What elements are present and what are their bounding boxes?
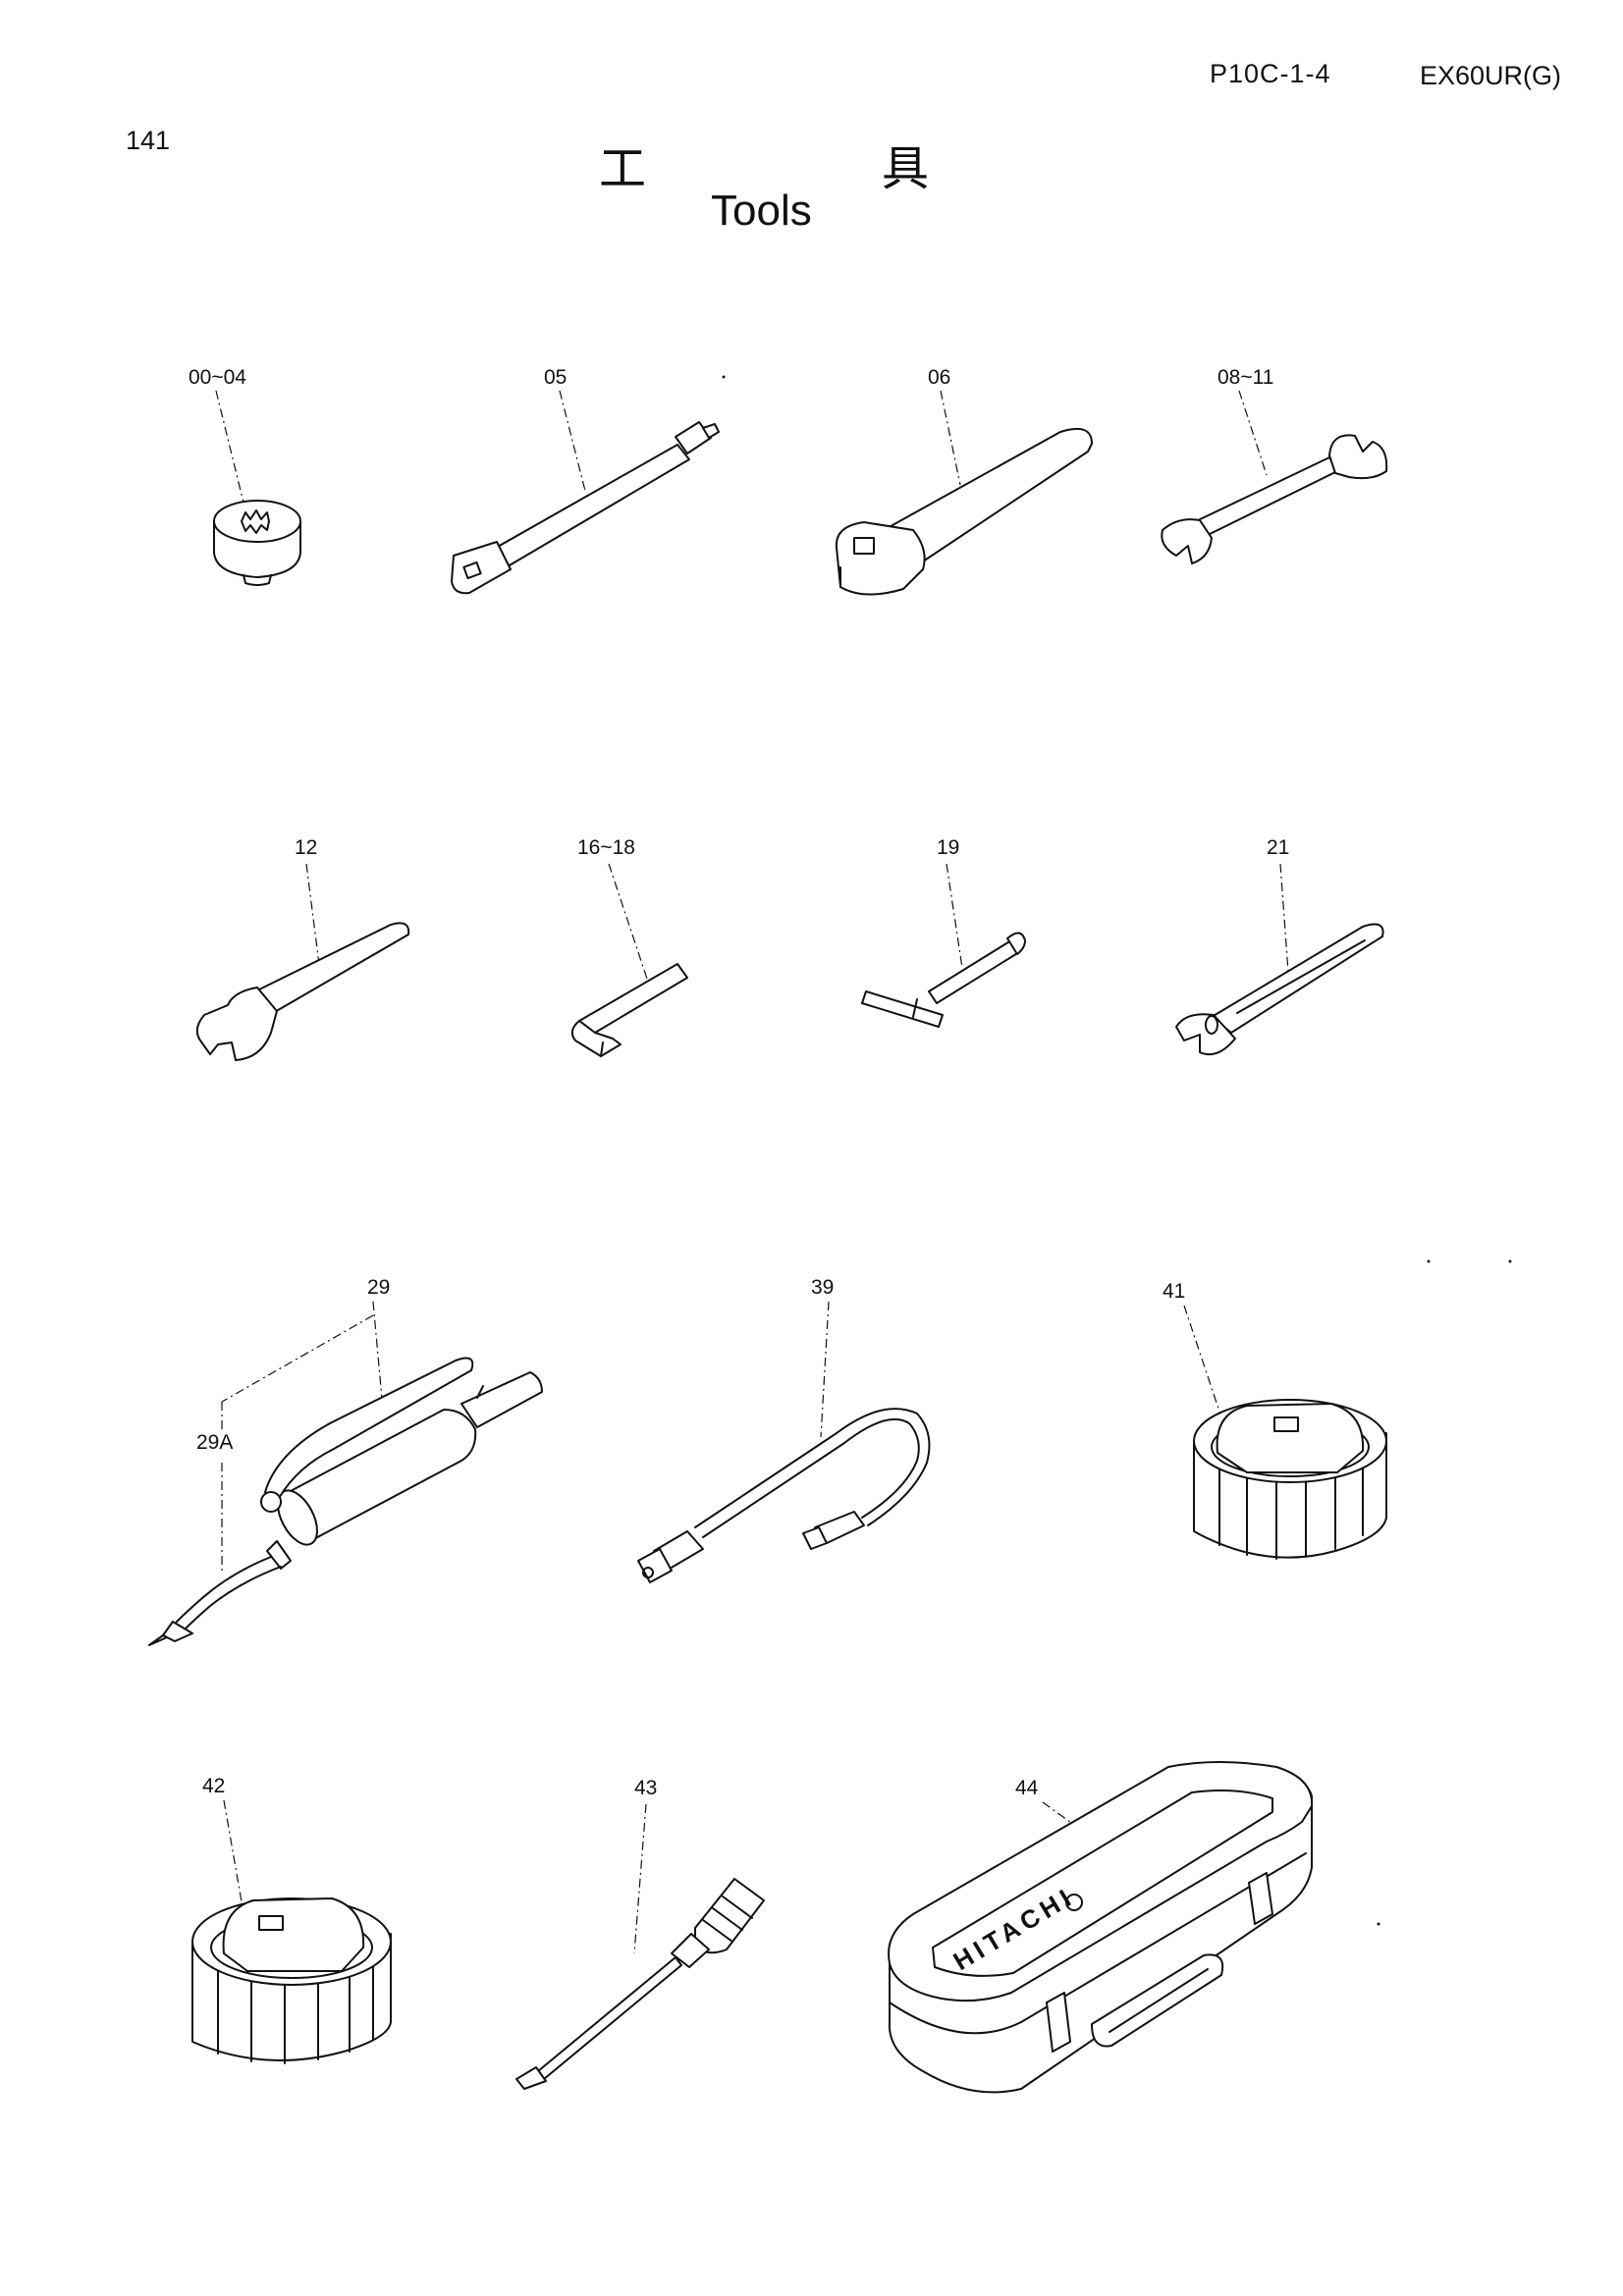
part-label: 12	[295, 836, 317, 859]
part-label: 43	[634, 1777, 657, 1799]
screwdriver-icon: 43	[515, 1777, 765, 2090]
page-number: 141	[126, 126, 171, 155]
part-label: 16~18	[577, 836, 635, 859]
document-code: P10C-1-4	[1210, 59, 1331, 88]
part-label: 00~04	[189, 366, 246, 389]
t-handle-wrench-icon: 19	[861, 836, 1026, 1028]
grease-hose-icon: 39	[637, 1276, 931, 1583]
double-open-wrench-icon: 08~11	[1161, 366, 1388, 564]
dot-mark	[1508, 1259, 1512, 1263]
socket-icon: 00~04	[189, 366, 301, 586]
tool-case-icon: 44 HITACHI	[888, 1761, 1314, 2094]
filter-wrench-icon: 41	[1163, 1280, 1387, 1560]
grease-gun-icon: 29 29A	[148, 1276, 543, 1646]
hex-key-icon: 16~18	[570, 836, 688, 1057]
open-wrench-icon: 12	[195, 836, 410, 1061]
model-name: EX60UR(G)	[1420, 61, 1562, 90]
part-label: 41	[1163, 1280, 1185, 1303]
extension-bar-icon: 05	[451, 366, 720, 595]
part-label: 06	[928, 366, 950, 389]
dot-mark	[722, 375, 726, 379]
dot-mark	[1427, 1259, 1431, 1263]
dot-mark	[1377, 1922, 1380, 1926]
part-label: 42	[202, 1775, 225, 1797]
part-label: 05	[544, 366, 567, 389]
part-label: 19	[937, 836, 959, 859]
part-label: 21	[1267, 836, 1289, 859]
part-label: 29	[367, 1276, 390, 1299]
page-title: Tools	[711, 187, 812, 235]
filter-wrench-icon: 42	[191, 1775, 392, 2064]
part-label: 39	[811, 1276, 834, 1299]
page-title-japanese: 工具	[599, 141, 1165, 196]
part-label: 08~11	[1217, 366, 1273, 389]
adjustable-wrench-icon: 21	[1175, 836, 1384, 1056]
part-label: 44	[1015, 1777, 1039, 1799]
ratchet-handle-icon: 06	[835, 366, 1093, 596]
part-label-29a: 29A	[196, 1431, 233, 1454]
